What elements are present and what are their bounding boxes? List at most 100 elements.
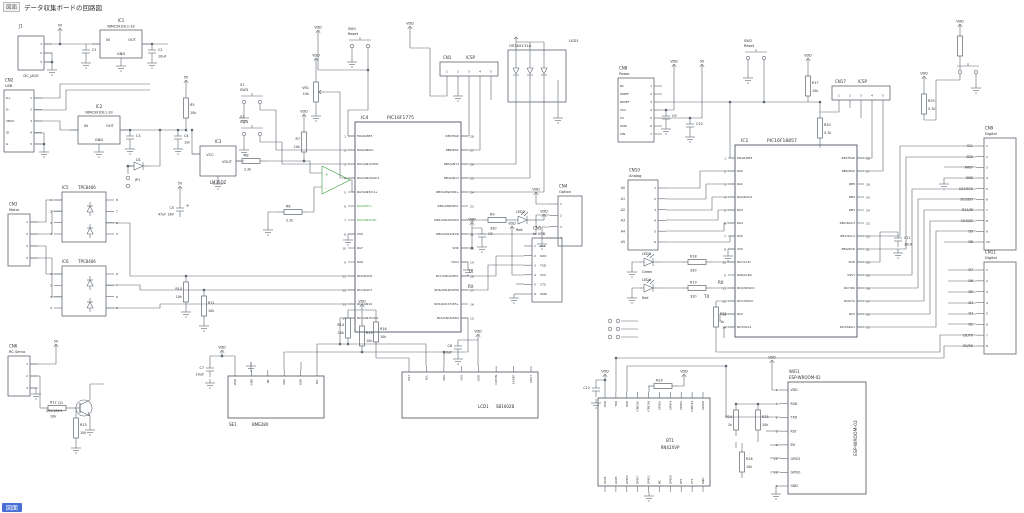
svg-text:25: 25 [866, 195, 870, 199]
svg-text:1: 1 [986, 268, 988, 272]
gnd-icon [263, 226, 273, 236]
svg-text:21: 21 [866, 247, 870, 251]
svg-text:8: 8 [116, 198, 118, 202]
conn-cn11: CN11Digital1D72D63D54D45D36D27D1/TX8D0/R… [963, 250, 1017, 355]
svg-text:VSS: VSS [737, 247, 743, 251]
sheet-tab[interactable]: 図面 [2, 503, 23, 512]
svg-text:R22: R22 [720, 312, 727, 316]
svg-text:GPIO7: GPIO7 [636, 475, 640, 484]
vdd-icon: VDD [218, 346, 226, 356]
svg-text:NJM2391DL1-33: NJM2391DL1-33 [85, 111, 112, 115]
svg-text:VIN: VIN [620, 132, 625, 136]
svg-text:5V: 5V [54, 340, 59, 344]
svg-text:2.2k: 2.2k [286, 219, 293, 223]
gnd-icon [311, 112, 321, 122]
svg-text:VDD: VDD [540, 210, 548, 214]
svg-text:4: 4 [986, 301, 988, 305]
svg-text:5: 5 [650, 116, 652, 120]
svg-text:GND: GND [620, 124, 628, 128]
svg-text:19: 19 [866, 273, 870, 277]
svg-text:10uF: 10uF [444, 351, 452, 355]
svg-text:5.1k: 5.1k [928, 107, 935, 111]
vdd-icon: VDD [680, 370, 688, 380]
svg-text:RN42XVP: RN42XVP [661, 445, 680, 450]
cap-c9: C9 [662, 110, 677, 125]
svg-text:2: 2 [50, 284, 52, 288]
cap-c10: C10 [686, 118, 703, 133]
svg-text:Digital: Digital [985, 256, 997, 260]
svg-text:10: 10 [722, 260, 726, 264]
svg-text:3V3: 3V3 [620, 108, 626, 112]
svg-text:C2: C2 [158, 48, 163, 52]
svg-text:GPIO19: GPIO19 [647, 401, 651, 412]
svg-text:Digital: Digital [985, 132, 997, 136]
svg-text:CN9: CN9 [985, 126, 994, 131]
gnd-icon [31, 390, 41, 400]
svg-text:RC2: RC2 [737, 312, 743, 316]
svg-text:Option: Option [559, 190, 571, 194]
gnd-icon [627, 268, 637, 278]
svg-text:VDD: VDD [680, 370, 688, 374]
gnd-icon [771, 490, 781, 500]
svg-text:NJM2391DL1-33: NJM2391DL1-33 [107, 25, 134, 29]
vdd-icon: VDD [358, 300, 366, 310]
gnd-icon [116, 62, 126, 72]
svg-text:to USB: to USB [533, 232, 546, 236]
svg-text:SE1: SE1 [229, 422, 237, 427]
svg-text:D1/TX: D1/TX [963, 333, 974, 337]
svg-text:GND: GND [117, 52, 125, 56]
vdd-icon: VDD [768, 356, 776, 366]
page-title: データ収集ボードの回路図 [24, 5, 103, 12]
svg-text:2: 2 [26, 232, 28, 236]
svg-text:20: 20 [866, 260, 870, 264]
svg-text:C6: C6 [488, 232, 493, 236]
vdd-icon: VDD [670, 60, 678, 70]
svg-text:7: 7 [116, 284, 118, 288]
svg-text:G: G [6, 142, 9, 146]
svg-text:RA2/DAC2: RA2/DAC2 [737, 195, 752, 199]
svg-text:4: 4 [871, 94, 873, 98]
svg-text:CN6: CN6 [9, 344, 18, 349]
svg-text:3: 3 [40, 60, 42, 64]
svg-text:4: 4 [344, 176, 346, 180]
svg-text:R25: R25 [762, 415, 769, 419]
vdd-icon: VDD [468, 218, 476, 228]
svg-text:R19: R19 [690, 281, 697, 285]
svg-text:4: 4 [650, 108, 652, 112]
svg-text:A3: A3 [621, 219, 625, 223]
svg-text:10k: 10k [338, 331, 344, 335]
svg-text:VOUT: VOUT [222, 160, 233, 164]
svg-text:TXD: TXD [539, 263, 547, 267]
svg-text:Motor: Motor [9, 208, 20, 212]
svg-text:RA5: RA5 [737, 234, 743, 238]
svg-text:5: 5 [724, 208, 726, 212]
gnd-icon [453, 355, 463, 365]
svg-text:TX: TX [703, 294, 709, 299]
svg-text:AREF: AREF [965, 166, 973, 170]
svg-text:Reset: Reset [348, 32, 359, 36]
svg-text:NC: NC [620, 84, 624, 88]
svg-text:D2: D2 [969, 322, 973, 326]
svg-text:RB7/PGD: RB7/PGD [841, 156, 855, 160]
svg-text:VDD: VDD [920, 72, 928, 76]
svg-text:10k: 10k [208, 309, 214, 313]
svg-text:1: 1 [776, 388, 778, 392]
svg-text:CN2: CN2 [5, 78, 14, 83]
svg-text:4: 4 [654, 219, 656, 223]
svg-text:TXD: TXD [614, 401, 618, 408]
svg-text:9: 9 [724, 273, 726, 277]
5v-icon: 5V [699, 60, 705, 70]
svg-text:LED4: LED4 [642, 278, 651, 282]
svg-text:SCL: SCL [424, 375, 428, 381]
svg-text:PIC16F18857: PIC16F18857 [767, 138, 797, 144]
5v-icon: 5V [177, 182, 183, 192]
